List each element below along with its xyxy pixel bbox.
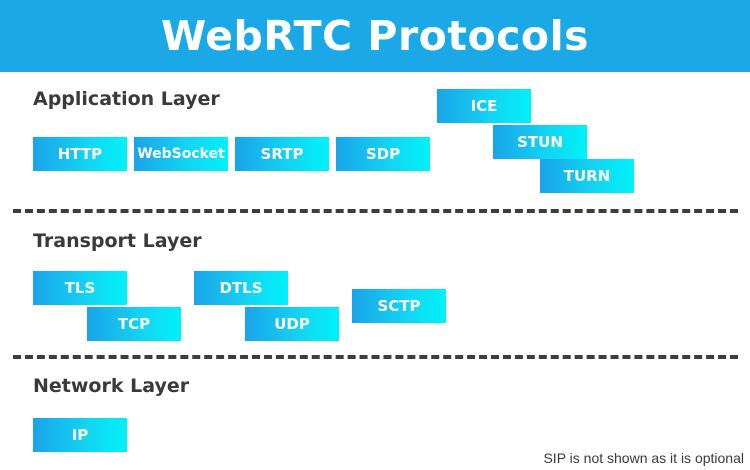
page-title: WebRTC Protocols bbox=[160, 12, 590, 60]
turn-box: TURN bbox=[540, 159, 634, 193]
sctp-box: SCTP bbox=[352, 289, 446, 323]
udp-box: UDP bbox=[245, 307, 339, 341]
sdp-box: SDP bbox=[336, 137, 430, 171]
websocket-box: WebSocket bbox=[134, 137, 228, 171]
ip-box: IP bbox=[33, 418, 127, 452]
srtp-box: SRTP bbox=[235, 137, 329, 171]
layer-divider bbox=[13, 209, 738, 213]
dtls-box: DTLS bbox=[194, 271, 288, 305]
tls-box: TLS bbox=[33, 271, 127, 305]
network-layer-label: Network Layer bbox=[33, 375, 190, 397]
http-box: HTTP bbox=[33, 137, 127, 171]
tcp-box: TCP bbox=[87, 307, 181, 341]
title-banner: WebRTC Protocols bbox=[0, 0, 750, 72]
application-layer-label: Application Layer bbox=[33, 88, 220, 110]
stun-box: STUN bbox=[493, 125, 587, 159]
footnote: SIP is not shown as it is optional bbox=[543, 450, 744, 466]
layer-divider bbox=[13, 355, 738, 359]
ice-box: ICE bbox=[437, 89, 531, 123]
transport-layer-label: Transport Layer bbox=[33, 230, 202, 252]
